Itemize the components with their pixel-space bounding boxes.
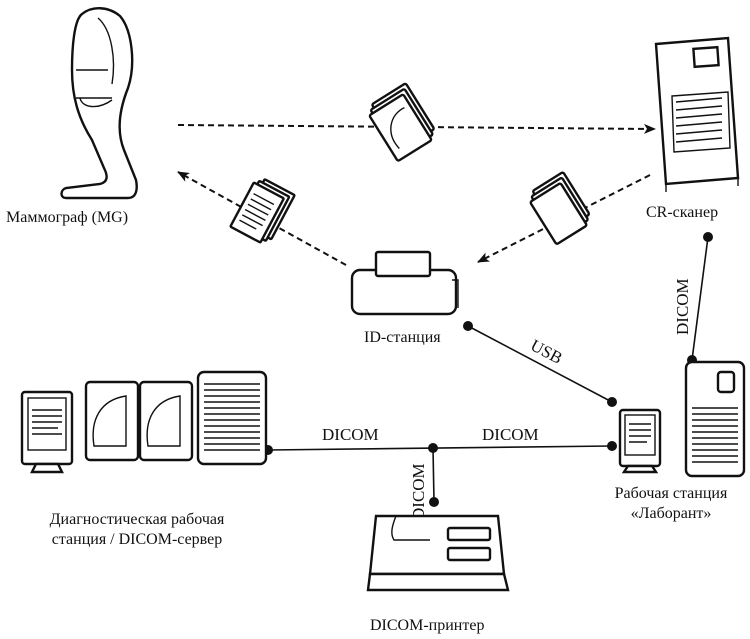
label-id-station: ID-станция bbox=[364, 329, 441, 346]
label-lab-station: Рабочая станция «Лаборант» bbox=[596, 484, 746, 524]
label-dicom-printer: DICOM bbox=[409, 463, 428, 520]
lab-cabinet-icon bbox=[684, 360, 746, 478]
usb-link bbox=[467, 325, 613, 403]
id-station-icon bbox=[350, 250, 459, 316]
flow-arrow-id-to-mg bbox=[177, 171, 347, 266]
cr-scanner-icon bbox=[654, 36, 740, 192]
dicom-cr-link bbox=[691, 236, 709, 361]
dicom-endpoint-lab bbox=[607, 441, 617, 451]
dicom-endpoint-printer bbox=[429, 497, 439, 507]
workstation-monitor-left-icon bbox=[20, 390, 74, 474]
server-icon bbox=[196, 370, 268, 466]
dicom-cr-endpoint-top bbox=[703, 232, 713, 242]
label-mammograph: Маммограф (MG) bbox=[6, 209, 129, 226]
dicom-horizontal-link bbox=[267, 445, 613, 451]
mammograph-icon bbox=[60, 7, 138, 200]
label-lab-line2: «Лаборант» bbox=[630, 505, 712, 522]
label-dicom-right: DICOM bbox=[482, 425, 539, 444]
label-diagnostic-station: Диагностическая рабочая станция / DICOM-… bbox=[6, 510, 268, 550]
dicom-printer-link bbox=[432, 447, 435, 503]
label-cr-scanner: CR-сканер bbox=[646, 204, 719, 221]
cassette-icon bbox=[368, 82, 435, 162]
cassette-stack-right-icon bbox=[529, 171, 591, 245]
flow-arrow-cr-to-id bbox=[477, 174, 651, 263]
label-diagnostic-line1: Диагностическая рабочая bbox=[49, 511, 225, 528]
label-dicom-left: DICOM bbox=[322, 425, 379, 444]
usb-endpoint-lab bbox=[607, 397, 617, 407]
label-printer: DICOM-принтер bbox=[370, 617, 485, 634]
film-viewer-icon bbox=[84, 380, 194, 462]
document-stack-icon bbox=[229, 178, 296, 244]
label-diagnostic-line2: станция / DICOM-сервер bbox=[51, 531, 223, 548]
label-dicom-cr: DICOM bbox=[673, 278, 692, 335]
printer-icon bbox=[366, 514, 510, 592]
label-lab-line1: Рабочая станция bbox=[614, 485, 728, 502]
label-usb: USB bbox=[527, 336, 565, 368]
workstation-monitor-lab-icon bbox=[618, 408, 662, 474]
usb-endpoint-id bbox=[463, 321, 473, 331]
